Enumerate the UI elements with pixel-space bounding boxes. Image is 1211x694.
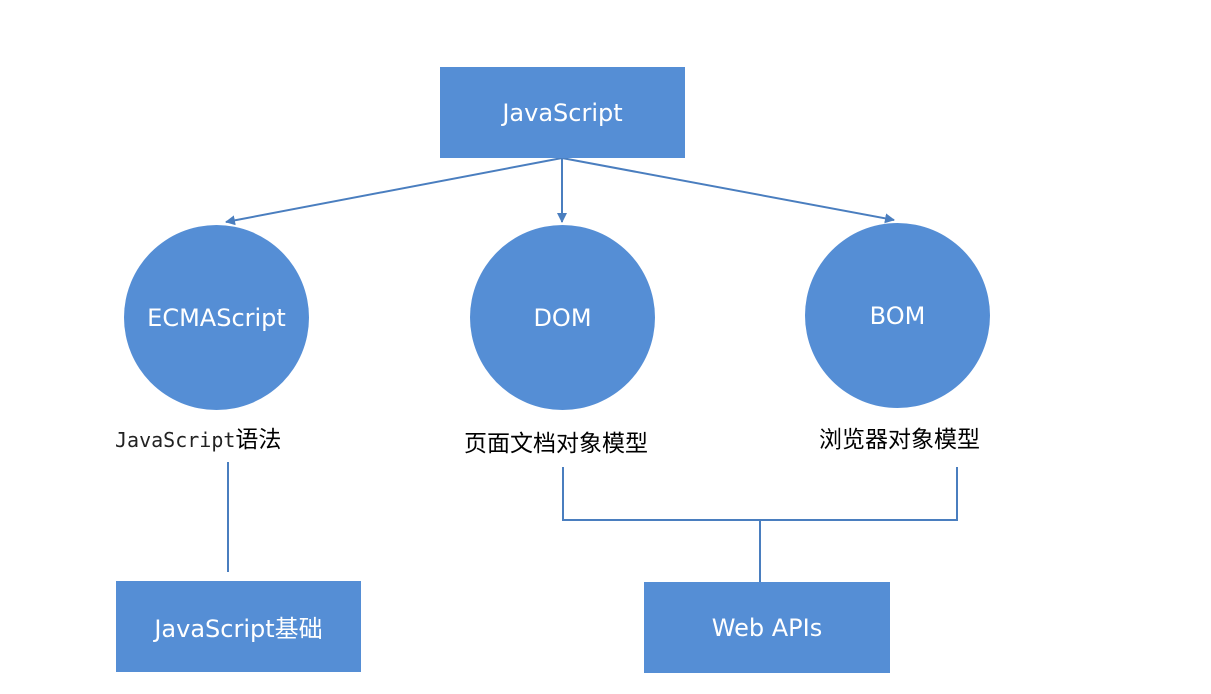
bom-node: BOM xyxy=(805,223,990,408)
arrow-to-ecmascript xyxy=(225,157,563,226)
dom-node: DOM xyxy=(470,225,655,410)
javascript-root-label: JavaScript xyxy=(502,98,623,127)
arrow-to-bom xyxy=(561,157,895,224)
web-apis-node: Web APIs xyxy=(644,582,890,673)
javascript-root-node: JavaScript xyxy=(440,67,685,158)
ecmascript-caption-text: 语法 xyxy=(235,427,282,453)
ecmascript-caption: JavaScript语法 xyxy=(115,420,281,454)
javascript-basics-node: JavaScript基础 xyxy=(116,581,361,672)
bom-label: BOM xyxy=(869,301,926,330)
bracket-dom-bom-to-webapis xyxy=(562,467,958,521)
dom-caption-text: 页面文档对象模型 xyxy=(464,431,648,457)
web-apis-label: Web APIs xyxy=(711,613,823,642)
bom-caption: 浏览器对象模型 xyxy=(819,420,980,454)
ecmascript-caption-code: JavaScript xyxy=(115,428,236,452)
ecmascript-label: ECMAScript xyxy=(147,303,286,332)
javascript-basics-label: JavaScript基础 xyxy=(154,615,323,643)
dom-caption: 页面文档对象模型 xyxy=(464,424,648,458)
ecmascript-node: ECMAScript xyxy=(124,225,309,410)
dom-label: DOM xyxy=(533,303,592,332)
bom-caption-text: 浏览器对象模型 xyxy=(819,427,980,453)
